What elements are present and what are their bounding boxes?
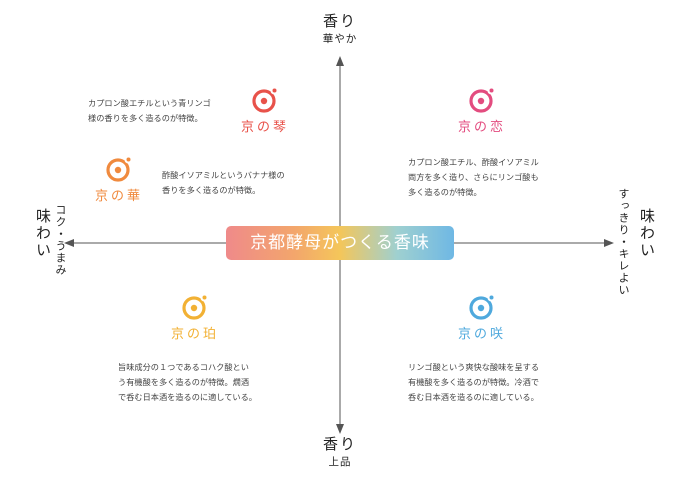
yeast-logo-icon <box>469 87 495 113</box>
yeast-haku: 京の珀 <box>163 293 227 342</box>
axis-right-sub: すっきり・キレよい <box>617 188 630 296</box>
yeast-logo-icon <box>469 294 495 320</box>
axis-left-main: 味わい <box>34 208 52 259</box>
axis-right-main: 味わい <box>638 208 656 259</box>
yeast-name: 京の珀 <box>170 327 219 342</box>
arrow-right-icon <box>604 239 614 247</box>
yeast-koi: 京の恋 <box>450 86 514 135</box>
yeast-koi-description: カプロン酸エチル、酢酸イソアミル 両方を多く造り、さらにリンゴ酸も 多く造るのが… <box>408 157 539 197</box>
yeast-hana: 京の華 <box>87 155 151 204</box>
axis-left-sub: コク・うまみ <box>54 204 67 276</box>
yeast-name: 京の華 <box>94 189 143 204</box>
arrow-down-icon <box>336 424 344 434</box>
axis-top-label: 香り 華やか <box>300 10 380 46</box>
axis-top-main: 香り <box>322 12 357 30</box>
yeast-hana-description: 酢酸イソアミルというバナナ様の 香りを多く造るのが特徴。 <box>162 170 285 195</box>
yeast-name: 京の琴 <box>240 120 289 135</box>
axis-bottom-sub: 上品 <box>328 456 352 468</box>
yeast-logo-icon <box>252 87 278 113</box>
axis-bottom-label: 香り 上品 <box>300 433 380 469</box>
yeast-logo-icon <box>106 156 132 182</box>
axis-top-sub: 華やか <box>322 33 358 45</box>
yeast-name: 京の恋 <box>457 120 506 135</box>
arrow-left-icon <box>64 239 74 247</box>
yeast-saku: 京の咲 <box>450 293 514 342</box>
yeast-logo-icon <box>182 294 208 320</box>
yeast-saku-description: リンゴ酸という爽快な酸味を呈する 有機酸を多く造るのが特徴。冷酒で 呑む日本酒を… <box>408 362 540 402</box>
arrow-up-icon <box>336 56 344 66</box>
yeast-koto-description: カプロン酸エチルという青リンゴ 様の香りを多く造るのが特徴。 <box>88 98 211 123</box>
yeast-haku-description: 旨味成分の１つであるコハク酸とい う有機酸を多く造るのが特徴。燗酒 で呑む日本酒… <box>118 362 257 402</box>
center-title: 京都酵母がつくる香味 <box>226 226 454 260</box>
yeast-name: 京の咲 <box>457 327 506 342</box>
yeast-koto: 京の琴 <box>235 86 295 135</box>
axis-bottom-main: 香り <box>322 435 357 453</box>
